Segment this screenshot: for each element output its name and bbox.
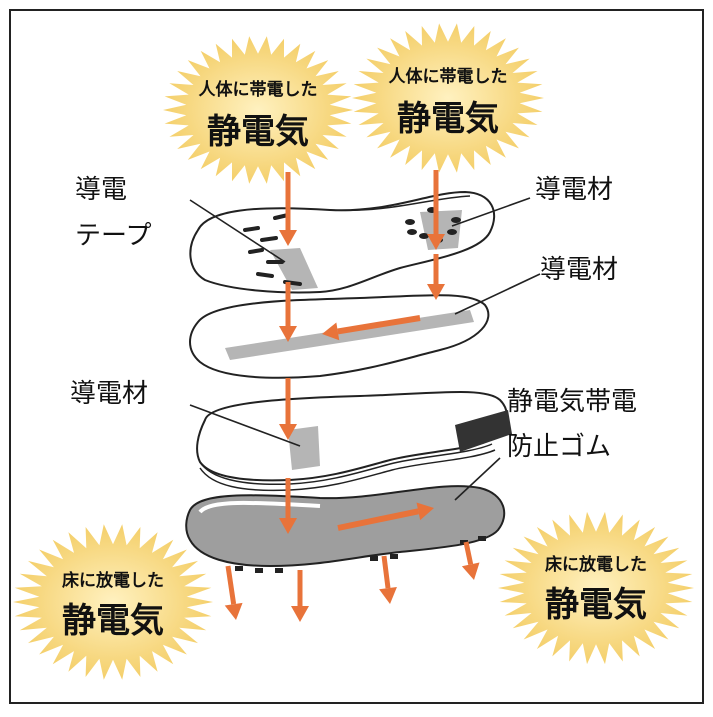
outsole-shell-rim bbox=[199, 443, 493, 486]
midsole-layer bbox=[189, 294, 490, 379]
burst-top-left-line2: 静電気 bbox=[207, 112, 309, 152]
label-material-mid-right: 導電材 bbox=[540, 255, 618, 285]
burst-layer bbox=[13, 23, 694, 680]
burst-bottom-left-shape bbox=[13, 524, 213, 680]
label-material-top-right: 導電材 bbox=[535, 175, 613, 205]
outsole-conductive-patch bbox=[288, 426, 320, 470]
text-layer: 人体に帯電した 静電気 人体に帯電した 静電気 床に放電した 静電気 床に放電し… bbox=[62, 66, 647, 641]
insole-edge bbox=[329, 195, 471, 212]
burst-top-left-shape bbox=[163, 36, 353, 184]
burst-top-right-shape bbox=[352, 23, 544, 173]
insole-outline bbox=[189, 190, 495, 294]
burst-top-left-line1: 人体に帯電した bbox=[199, 79, 318, 100]
label-rubber-line1: 静電気帯電 bbox=[507, 387, 637, 417]
burst-bottom-right-line2: 静電気 bbox=[545, 585, 647, 625]
pointer-material-mid-right bbox=[454, 273, 541, 315]
midsole-conductive-strip bbox=[225, 310, 474, 360]
label-rubber-line2: 防止ゴム bbox=[507, 432, 611, 462]
pointer-lines bbox=[189, 197, 541, 501]
insole-layer bbox=[189, 190, 495, 294]
label-tape-line1: 導電 bbox=[75, 175, 127, 205]
burst-top-right-line2: 静電気 bbox=[397, 99, 499, 139]
burst-bottom-right-shape bbox=[498, 511, 694, 665]
antistatic-rubber-insert bbox=[455, 410, 512, 452]
pointer-material-top-right bbox=[451, 197, 531, 227]
tread-marks-left bbox=[243, 213, 302, 286]
conductive-tape bbox=[270, 248, 318, 290]
flow-arrow-a2 bbox=[279, 282, 297, 342]
flow-arrow-mid bbox=[322, 315, 421, 341]
flow-arrow-a1 bbox=[279, 172, 297, 246]
current-flow-arrows bbox=[224, 170, 480, 622]
outsole-shell-rim2 bbox=[199, 449, 496, 492]
burst-bottom-left-line2: 静電気 bbox=[62, 601, 164, 641]
pointer-material-left bbox=[189, 404, 301, 447]
pointer-rubber bbox=[454, 457, 501, 501]
label-tape-line2: テープ bbox=[75, 221, 151, 251]
flow-arrow-sole bbox=[337, 502, 434, 531]
pointer-tape bbox=[189, 199, 286, 263]
flow-arrow-a3 bbox=[279, 378, 297, 440]
burst-bottom-right-line1: 床に放電した bbox=[545, 554, 647, 575]
burst-top-right-line1: 人体に帯電した bbox=[389, 66, 508, 87]
flow-arrow-out3 bbox=[379, 555, 397, 604]
flow-arrow-b2 bbox=[427, 254, 445, 300]
flow-arrow-a4 bbox=[279, 478, 297, 534]
rubber-sole-inner bbox=[198, 500, 321, 514]
flow-arrow-out4 bbox=[461, 541, 480, 580]
outsole-shell-layer bbox=[196, 390, 512, 492]
label-material-left: 導電材 bbox=[70, 379, 148, 409]
flow-arrow-out2 bbox=[291, 570, 309, 622]
flow-arrow-b1 bbox=[427, 170, 445, 250]
flow-arrow-out1 bbox=[224, 565, 243, 620]
burst-bottom-left-line1: 床に放電した bbox=[62, 570, 164, 591]
